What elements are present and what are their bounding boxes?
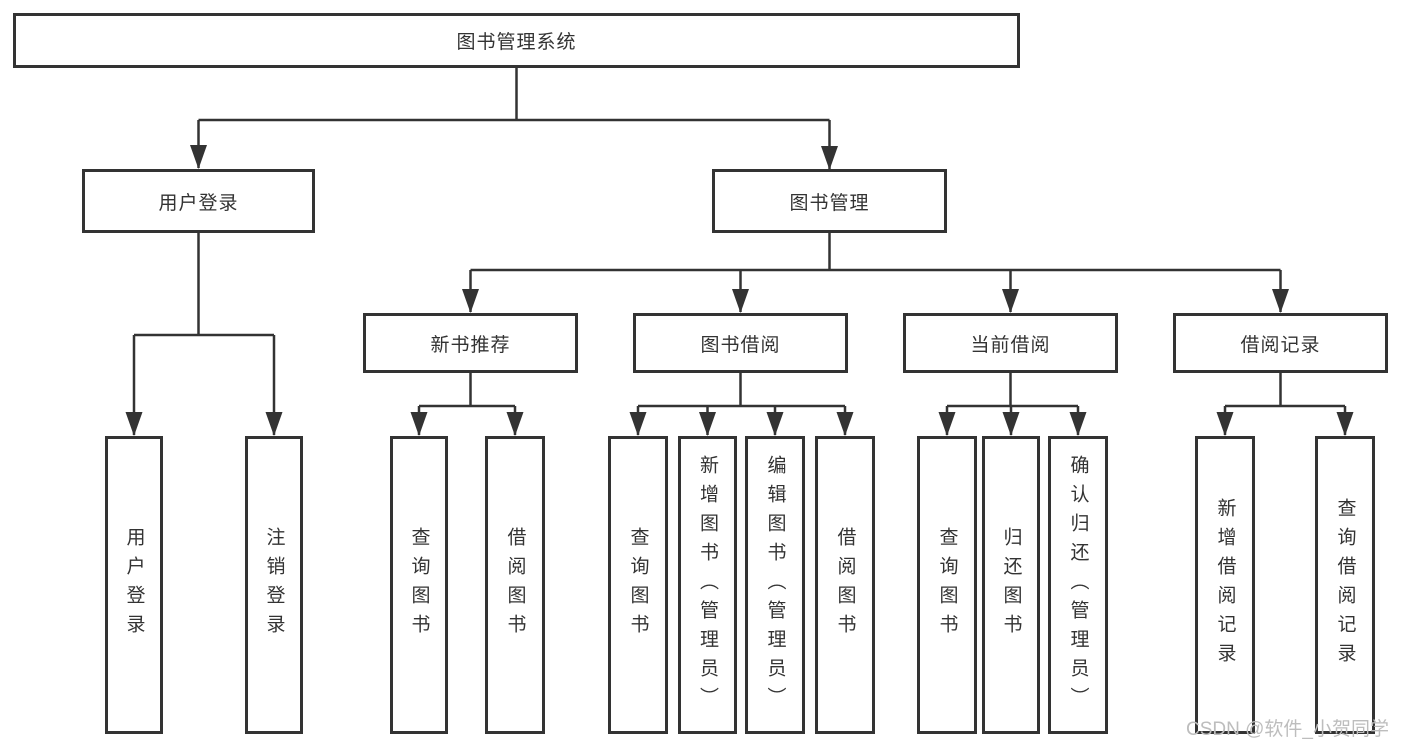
node-leaf-borrow-books-recommend: 借阅图书: [485, 436, 545, 734]
node-leaf-add-books-admin: 新增图书（管理员）: [678, 436, 737, 734]
node-label: 用户登录: [158, 192, 239, 214]
node-leaf-query-books-current: 查询图书: [917, 436, 977, 734]
node-module-book-borrowing: 图书借阅: [633, 313, 848, 373]
node-label: 确认归还（管理员）: [1067, 454, 1089, 716]
connector-borrowing-records: [1216, 373, 1354, 436]
node-leaf-query-borrow-record: 查询借阅记录: [1315, 436, 1375, 734]
node-module-current-borrowing: 当前借阅: [903, 313, 1118, 373]
connector-user-login-branch: [125, 233, 283, 436]
node-branch-book-management: 图书管理: [712, 169, 947, 233]
node-leaf-logout: 注销登录: [245, 436, 303, 734]
node-branch-user-login: 用户登录: [82, 169, 315, 233]
node-label: 图书管理: [789, 192, 870, 214]
node-label: 新增图书（管理员）: [697, 454, 718, 716]
node-leaf-edit-books-admin: 编辑图书（管理员）: [745, 436, 805, 734]
node-label: 编辑图书（管理员）: [764, 454, 786, 716]
node-label: 查询图书: [408, 527, 430, 643]
connector-book-management-branch: [462, 233, 1289, 313]
node-leaf-borrow-books: 借阅图书: [815, 436, 875, 734]
connector-root-to-branches: [190, 68, 838, 170]
node-leaf-confirm-return-admin: 确认归还（管理员）: [1048, 436, 1108, 734]
node-label: 当前借阅: [970, 334, 1051, 356]
connector-book-borrowing: [629, 373, 854, 436]
node-label: 查询图书: [627, 527, 649, 643]
node-label: 借阅记录: [1240, 334, 1321, 356]
node-label: 用户登录: [123, 527, 145, 643]
node-label: 注销登录: [263, 527, 285, 643]
node-label: 借阅图书: [834, 527, 856, 643]
node-leaf-user-login: 用户登录: [105, 436, 163, 734]
node-module-borrowing-records: 借阅记录: [1173, 313, 1388, 373]
node-label: 归还图书: [1000, 527, 1022, 643]
node-label: 图书管理系统: [456, 32, 577, 53]
node-root-system: 图书管理系统: [13, 13, 1020, 68]
node-leaf-query-books-borrowing: 查询图书: [608, 436, 668, 734]
node-label: 查询图书: [936, 527, 958, 643]
node-label: 图书借阅: [700, 334, 781, 356]
node-label: 借阅图书: [504, 527, 526, 643]
node-label: 新书推荐: [430, 334, 511, 356]
connector-new-book-recommend: [410, 373, 524, 436]
node-label: 查询借阅记录: [1334, 498, 1356, 672]
node-leaf-add-borrow-record: 新增借阅记录: [1195, 436, 1255, 734]
node-leaf-return-books: 归还图书: [982, 436, 1040, 734]
connector-current-borrowing: [938, 373, 1087, 436]
node-module-new-book-recommend: 新书推荐: [363, 313, 578, 373]
csdn-watermark: CSDN @软件_小贺同学: [1186, 719, 1389, 740]
node-leaf-query-books-recommend: 查询图书: [390, 436, 448, 734]
node-label: 新增借阅记录: [1214, 498, 1236, 672]
